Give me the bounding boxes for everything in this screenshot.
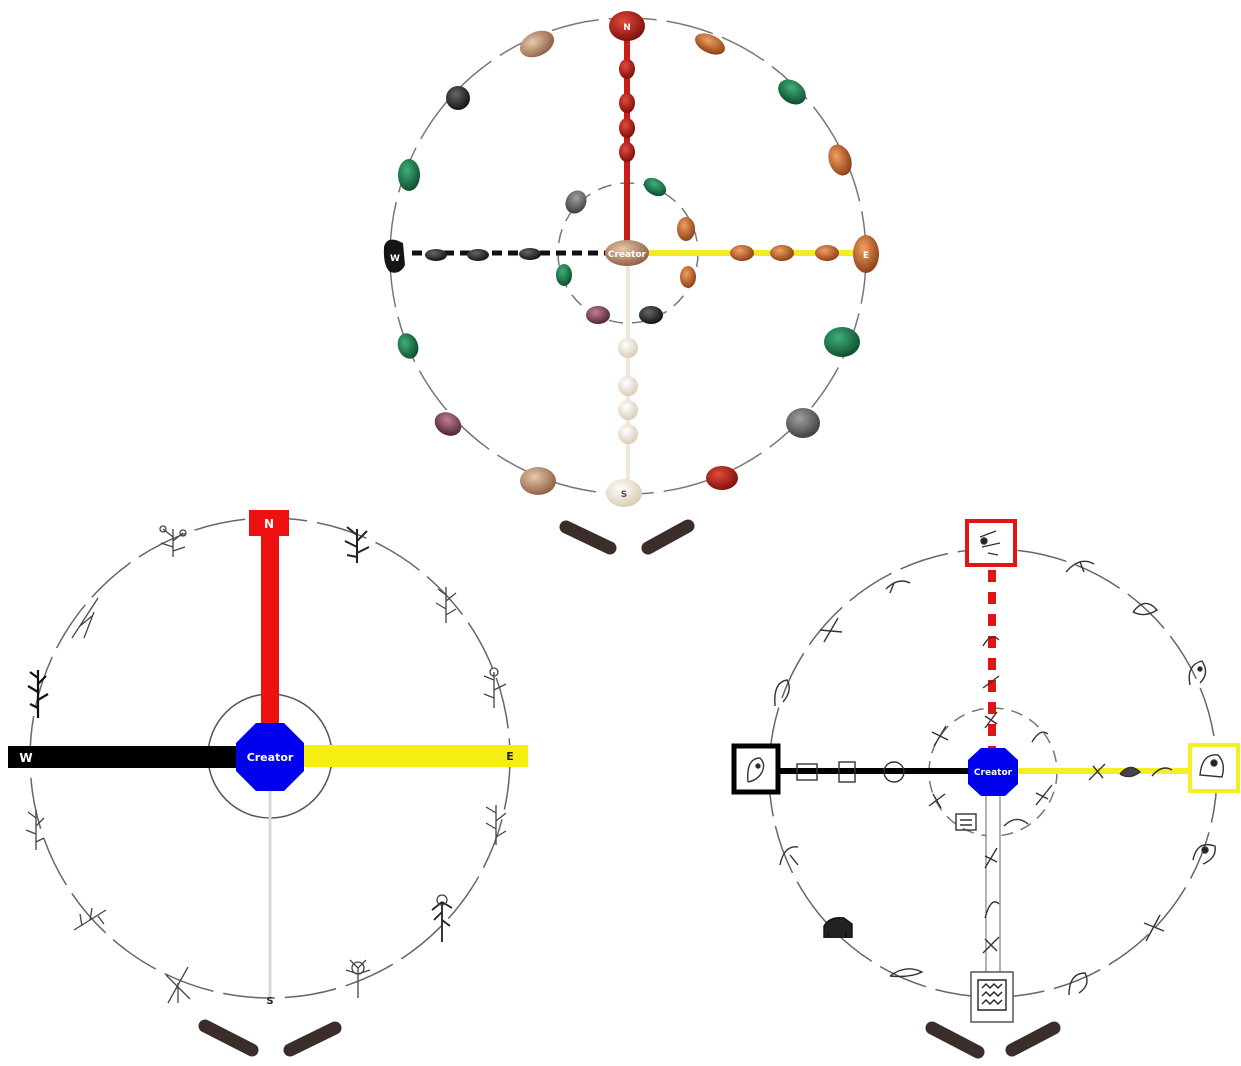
animal-west-marker xyxy=(734,746,778,792)
plant-north-line xyxy=(261,512,279,724)
plant-north-label: N xyxy=(264,517,274,531)
animal-north-marker xyxy=(967,521,1015,565)
stone-south-path-stones xyxy=(618,338,638,444)
stone-east-label: E xyxy=(863,251,869,261)
plant-gateway-logs xyxy=(205,1026,335,1050)
plant-east-line xyxy=(300,745,528,767)
stone-west-path-stones xyxy=(425,248,541,261)
animal-center-label: Creator xyxy=(974,768,1013,778)
plant-east-label: E xyxy=(506,750,514,763)
stone-medicine-wheel: N E W S Creator xyxy=(384,11,879,548)
stone-center-label: Creator xyxy=(608,250,647,260)
stone-north-label: N xyxy=(623,23,631,33)
stone-gateway-logs xyxy=(566,526,688,548)
animal-gateway-logs xyxy=(932,1028,1054,1052)
plant-south-label: S xyxy=(266,996,273,1007)
plant-center-label: Creator xyxy=(247,751,294,764)
stone-west-label: W xyxy=(390,254,400,264)
plant-west-line xyxy=(8,746,242,768)
stone-east-path-stones xyxy=(730,245,839,261)
stone-south-label: S xyxy=(621,490,627,500)
animal-east-marker xyxy=(1190,745,1238,791)
plant-west-label: W xyxy=(19,751,32,765)
stone-north-path-stones xyxy=(619,59,635,162)
animal-medicine-wheel: Creator xyxy=(734,521,1238,1052)
plant-medicine-wheel: N E W S Creator xyxy=(8,510,528,1050)
